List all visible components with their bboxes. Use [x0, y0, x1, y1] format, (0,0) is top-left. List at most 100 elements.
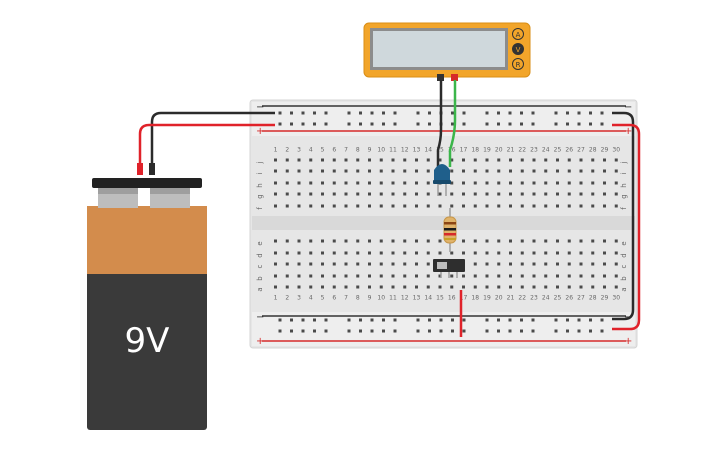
rail-hole-top-neg-7[interactable]: [359, 111, 362, 115]
hole-f11[interactable]: [391, 204, 395, 208]
hole-j3[interactable]: [297, 158, 301, 162]
hole-h18[interactable]: [473, 181, 477, 185]
hole-b28[interactable]: [591, 274, 595, 278]
hole-h25[interactable]: [556, 181, 559, 185]
hole-e15[interactable]: [438, 239, 442, 243]
hole-i13[interactable]: [415, 169, 418, 173]
hole-e13[interactable]: [415, 239, 418, 243]
rail-hole-top-neg-9[interactable]: [382, 111, 385, 115]
hole-j2[interactable]: [285, 158, 289, 162]
hole-b19[interactable]: [485, 274, 489, 278]
hole-j11[interactable]: [391, 158, 395, 162]
components[interactable]: [433, 164, 465, 278]
rail-hole-bot-pos-23[interactable]: [577, 329, 581, 333]
rail-hole-bot-neg-18[interactable]: [508, 318, 512, 322]
rail-hole-bot-neg-19[interactable]: [520, 318, 523, 322]
hole-b6[interactable]: [332, 274, 336, 278]
hole-d20[interactable]: [497, 251, 501, 255]
hole-c28[interactable]: [591, 262, 595, 266]
hole-j30[interactable]: [614, 158, 618, 162]
hole-b1[interactable]: [274, 274, 277, 278]
rail-hole-bot-neg-23[interactable]: [577, 318, 581, 322]
rail-hole-top-pos-22[interactable]: [566, 122, 569, 126]
hole-e20[interactable]: [497, 239, 501, 243]
rail-hole-top-pos-16[interactable]: [485, 122, 489, 126]
hole-g28[interactable]: [591, 192, 595, 196]
hole-e27[interactable]: [579, 239, 583, 243]
hole-e2[interactable]: [285, 239, 289, 243]
hole-d7[interactable]: [344, 251, 348, 255]
rail-hole-bot-neg-5[interactable]: [324, 318, 328, 322]
hole-b13[interactable]: [415, 274, 418, 278]
rail-hole-bot-pos-17[interactable]: [497, 329, 500, 333]
hole-e7[interactable]: [344, 239, 348, 243]
hole-c19[interactable]: [485, 262, 489, 266]
hole-g26[interactable]: [567, 192, 571, 196]
rail-hole-top-neg-3[interactable]: [301, 111, 305, 115]
hole-h17[interactable]: [462, 181, 465, 185]
hole-f1[interactable]: [274, 204, 277, 208]
rail-hole-bot-pos-20[interactable]: [531, 329, 535, 333]
hole-e9[interactable]: [368, 239, 371, 243]
rail-hole-top-pos-21[interactable]: [554, 122, 558, 126]
rail-hole-bot-neg-12[interactable]: [428, 318, 431, 322]
hole-f6[interactable]: [332, 204, 336, 208]
hole-e26[interactable]: [567, 239, 571, 243]
hole-b24[interactable]: [544, 274, 548, 278]
wire-battery-negative[interactable]: [150, 111, 275, 172]
hole-j17[interactable]: [462, 158, 465, 162]
rail-hole-top-neg-22[interactable]: [566, 111, 569, 115]
hole-d21[interactable]: [509, 251, 512, 255]
hole-e5[interactable]: [321, 239, 324, 243]
hole-c8[interactable]: [356, 262, 360, 266]
hole-b10[interactable]: [379, 274, 383, 278]
hole-i1[interactable]: [274, 169, 277, 173]
hole-j1[interactable]: [274, 158, 277, 162]
rail-hole-bot-neg-21[interactable]: [554, 318, 558, 322]
hole-a27[interactable]: [579, 285, 583, 289]
hole-j10[interactable]: [379, 158, 383, 162]
hole-f30[interactable]: [614, 204, 618, 208]
hole-f13[interactable]: [415, 204, 418, 208]
hole-c14[interactable]: [426, 262, 430, 266]
rail-hole-top-neg-4[interactable]: [313, 111, 316, 115]
rail-hole-bot-neg-15[interactable]: [462, 318, 466, 322]
hole-a25[interactable]: [556, 285, 559, 289]
hole-h13[interactable]: [415, 181, 418, 185]
rail-hole-top-neg-24[interactable]: [589, 111, 592, 115]
battery-9v[interactable]: 9V: [87, 178, 207, 430]
hole-f7[interactable]: [344, 204, 348, 208]
hole-i29[interactable]: [603, 169, 606, 173]
hole-g11[interactable]: [391, 192, 395, 196]
hole-d6[interactable]: [332, 251, 336, 255]
hole-f19[interactable]: [485, 204, 489, 208]
hole-e4[interactable]: [309, 239, 313, 243]
rail-hole-top-neg-14[interactable]: [451, 111, 454, 115]
hole-c6[interactable]: [332, 262, 336, 266]
hole-a26[interactable]: [567, 285, 571, 289]
hole-f23[interactable]: [532, 204, 536, 208]
rail-hole-bot-neg-4[interactable]: [313, 318, 316, 322]
hole-c4[interactable]: [309, 262, 313, 266]
hole-i11[interactable]: [391, 169, 395, 173]
hole-j16[interactable]: [450, 158, 454, 162]
hole-i23[interactable]: [532, 169, 536, 173]
rail-hole-bot-pos-2[interactable]: [290, 329, 293, 333]
hole-e10[interactable]: [379, 239, 383, 243]
hole-a3[interactable]: [297, 285, 301, 289]
rail-hole-bot-neg-20[interactable]: [531, 318, 535, 322]
hole-a28[interactable]: [591, 285, 595, 289]
rail-hole-top-pos-1[interactable]: [278, 122, 282, 126]
rail-hole-bot-pos-19[interactable]: [520, 329, 523, 333]
rail-hole-bot-pos-5[interactable]: [324, 329, 328, 333]
hole-i26[interactable]: [567, 169, 571, 173]
rail-hole-top-neg-11[interactable]: [416, 111, 420, 115]
hole-g23[interactable]: [532, 192, 536, 196]
hole-j22[interactable]: [520, 158, 524, 162]
resistor[interactable]: [443, 208, 457, 252]
hole-f9[interactable]: [368, 204, 371, 208]
rail-hole-bot-pos-22[interactable]: [566, 329, 569, 333]
hole-b30[interactable]: [614, 274, 618, 278]
hole-a11[interactable]: [391, 285, 395, 289]
hole-f4[interactable]: [309, 204, 313, 208]
